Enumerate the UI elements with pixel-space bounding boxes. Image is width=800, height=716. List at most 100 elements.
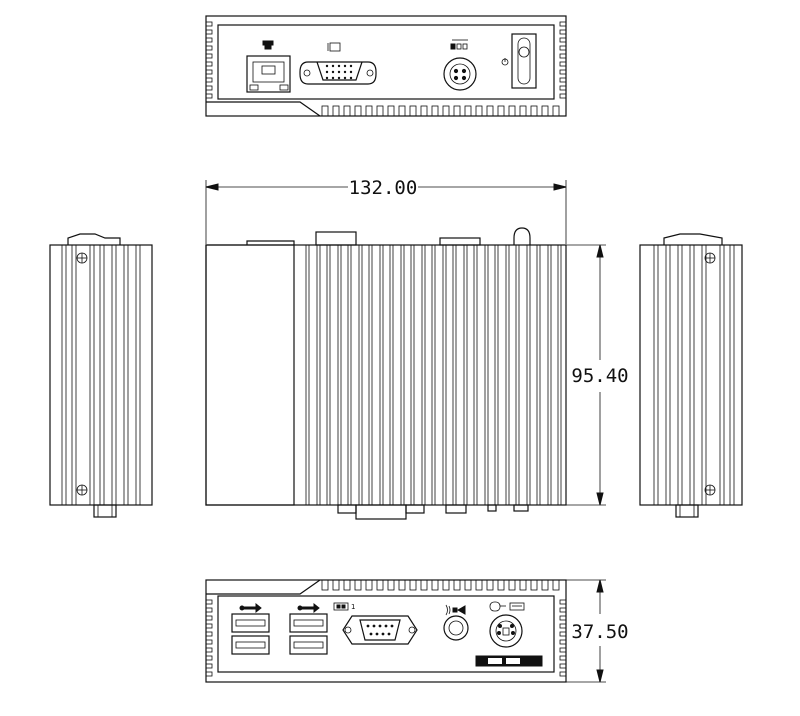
fin <box>205 599 213 605</box>
fin <box>205 93 213 99</box>
fin <box>365 579 373 591</box>
fin <box>559 45 567 51</box>
width-dimension-label: 132.00 <box>349 177 418 199</box>
fin <box>431 579 439 591</box>
pin <box>384 624 388 628</box>
fin <box>398 105 406 117</box>
pin <box>337 64 341 68</box>
fin <box>559 615 567 621</box>
fin <box>205 623 213 629</box>
vertical-fins <box>653 245 735 505</box>
fin <box>559 29 567 35</box>
fin <box>205 639 213 645</box>
power-switch <box>511 33 537 89</box>
side-fins-left <box>205 599 213 677</box>
fin <box>559 61 567 67</box>
pin <box>331 64 335 68</box>
vertical-fins <box>305 245 562 505</box>
fin <box>552 579 560 591</box>
pin <box>325 64 329 68</box>
fin <box>332 579 340 591</box>
bottom-fins <box>321 105 560 117</box>
pin <box>390 624 394 628</box>
fin <box>332 105 340 117</box>
fin <box>205 85 213 91</box>
fin <box>205 655 213 661</box>
fin <box>321 105 329 117</box>
dc-in-port <box>443 57 477 91</box>
usb-icon <box>239 602 262 614</box>
fin <box>205 29 213 35</box>
depth-dimension-label: 37.50 <box>571 621 628 643</box>
vga-port <box>299 61 377 85</box>
fin <box>420 105 428 117</box>
fin <box>205 663 213 669</box>
mouse-icon <box>489 601 506 612</box>
fin <box>541 105 549 117</box>
fin <box>420 579 428 591</box>
fin <box>552 105 560 117</box>
dc-in-icon <box>450 39 468 50</box>
width-dimension: 132.00 <box>205 177 567 244</box>
fin <box>559 37 567 43</box>
fin <box>205 45 213 51</box>
pin <box>378 624 382 628</box>
fin <box>530 579 538 591</box>
fin <box>343 579 351 591</box>
fin <box>559 599 567 605</box>
keyboard-icon <box>509 602 525 611</box>
pin <box>372 624 376 628</box>
fin <box>475 105 483 117</box>
fin <box>376 105 384 117</box>
fin <box>559 53 567 59</box>
label-strip <box>475 655 543 667</box>
side-fins-left <box>205 21 213 99</box>
fin <box>559 663 567 669</box>
depth-dimension: 37.50 <box>566 579 629 683</box>
fin <box>409 105 417 117</box>
usb-port-group-1 <box>231 613 270 655</box>
fin <box>497 579 505 591</box>
height-dimension-label: 95.40 <box>571 365 628 387</box>
com-port-number: 1 <box>351 603 355 611</box>
fin <box>519 105 527 117</box>
fin <box>398 579 406 591</box>
fin <box>486 105 494 117</box>
pin <box>366 624 370 628</box>
fin <box>442 105 450 117</box>
pin <box>387 632 391 636</box>
pin <box>325 76 329 80</box>
pin <box>337 70 341 74</box>
height-dimension: 95.40 <box>566 244 629 506</box>
fin <box>453 105 461 117</box>
top-fins <box>321 579 560 591</box>
pin <box>343 64 347 68</box>
fin <box>205 69 213 75</box>
fin <box>205 21 213 27</box>
fin <box>205 671 213 677</box>
lan-icon <box>262 40 274 50</box>
fin <box>464 579 472 591</box>
pin <box>331 76 335 80</box>
screw-icon <box>704 484 716 496</box>
fin <box>343 105 351 117</box>
front-view <box>205 227 567 520</box>
screw-icon <box>76 484 88 496</box>
fin <box>205 37 213 43</box>
audio-out-port <box>443 615 469 641</box>
fin <box>205 607 213 613</box>
pin <box>349 76 353 80</box>
fin <box>559 631 567 637</box>
fin <box>205 647 213 653</box>
pin <box>343 70 347 74</box>
pin <box>349 64 353 68</box>
pin <box>343 76 347 80</box>
vertical-fins <box>61 245 141 505</box>
fin <box>519 579 527 591</box>
fin <box>559 93 567 99</box>
com-port <box>342 615 418 645</box>
left-side-view <box>49 233 153 518</box>
screw-icon <box>76 252 88 264</box>
fin <box>376 579 384 591</box>
